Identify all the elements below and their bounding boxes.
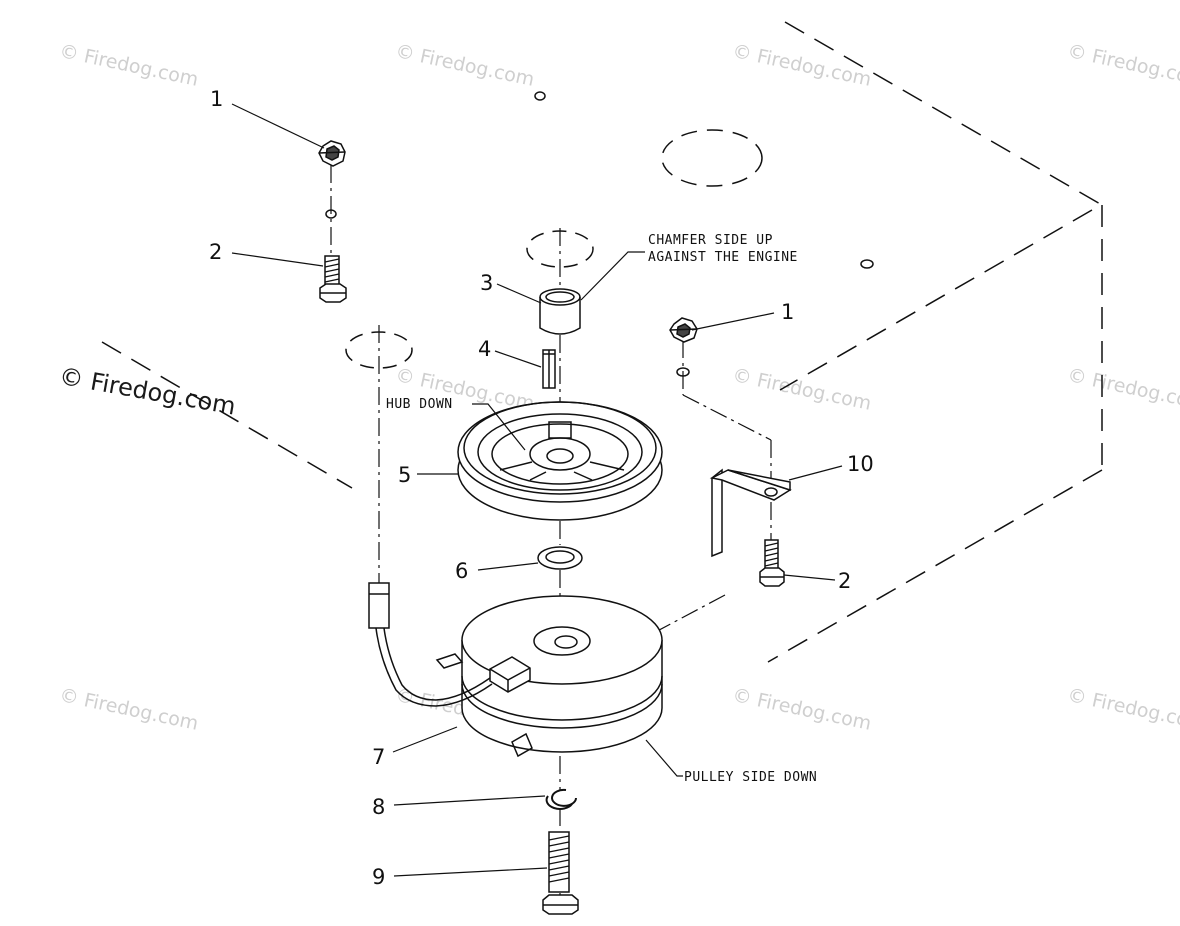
note-pulley-side-down: PULLEY SIDE DOWN xyxy=(684,770,817,785)
callout-8: 8 xyxy=(372,795,385,819)
callout-5: 5 xyxy=(398,463,411,487)
bolt-right xyxy=(759,539,785,587)
callout-10: 10 xyxy=(847,452,874,476)
center-lines xyxy=(330,165,772,895)
callout-1-left: 1 xyxy=(210,87,223,111)
note-chamfer-line1: CHAMFER SIDE UP xyxy=(648,233,773,248)
bolt-left xyxy=(319,255,347,303)
clutch-connector xyxy=(489,656,531,693)
callout-3: 3 xyxy=(480,271,493,295)
washer-right xyxy=(676,367,690,377)
callout-2-left: 2 xyxy=(209,240,222,264)
bracket-bolt-path xyxy=(682,394,772,441)
lock-nut-right xyxy=(669,317,698,343)
pto-clutch xyxy=(435,595,663,758)
wire-harness xyxy=(368,582,493,707)
retainer-ring xyxy=(537,546,583,570)
callout-7: 7 xyxy=(372,745,385,769)
lock-nut-left xyxy=(318,140,346,167)
snap-ring xyxy=(545,788,577,810)
callout-4: 4 xyxy=(478,337,491,361)
leader-lines xyxy=(231,103,843,877)
engine-outline xyxy=(101,21,1103,663)
key xyxy=(542,349,556,389)
callout-2-right: 2 xyxy=(838,569,851,593)
washer-left xyxy=(325,209,337,219)
callout-9: 9 xyxy=(372,865,385,889)
callout-1-right: 1 xyxy=(781,300,794,324)
note-hub-down: HUB DOWN xyxy=(386,397,453,412)
clutch-bolt xyxy=(542,831,579,915)
pulley xyxy=(457,401,663,521)
bracket xyxy=(709,468,792,558)
spacer xyxy=(539,288,581,335)
note-chamfer-line2: AGAINST THE ENGINE xyxy=(648,250,798,265)
engine-holes xyxy=(345,91,874,369)
callout-6: 6 xyxy=(455,559,468,583)
